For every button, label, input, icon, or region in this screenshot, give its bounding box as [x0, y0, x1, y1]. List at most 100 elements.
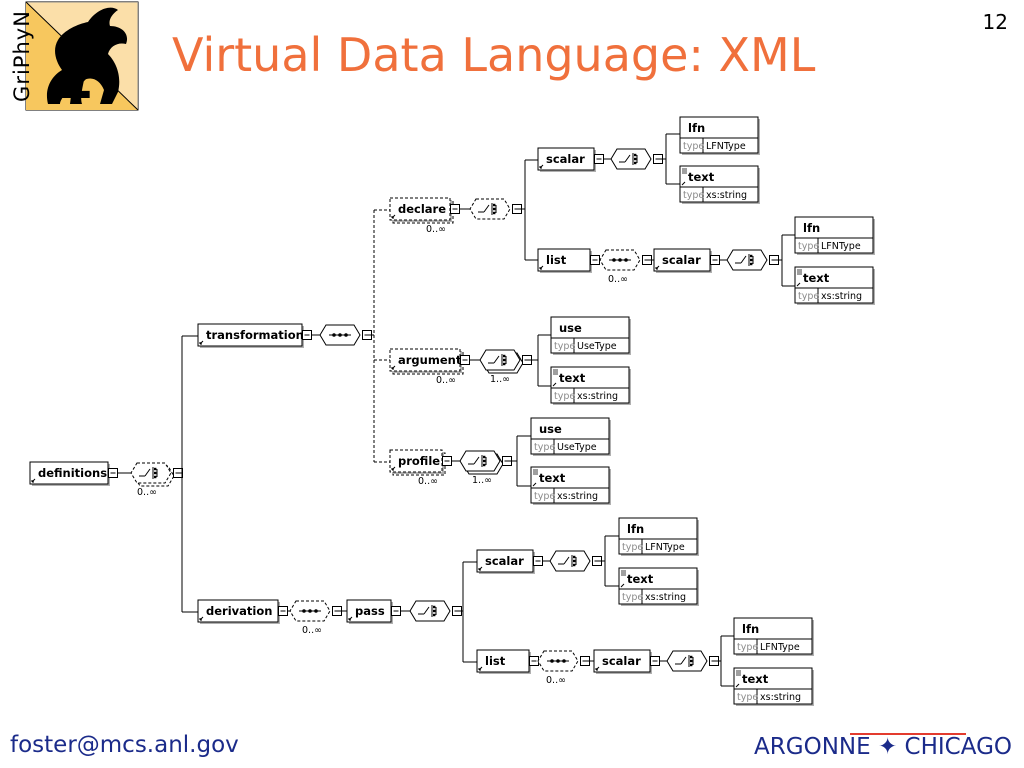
- child-marker-icon: [31, 478, 36, 483]
- declare-list-sequence-icon[interactable]: 0..∞: [599, 249, 641, 285]
- child-marker-icon: [655, 265, 660, 270]
- child-marker-icon: [796, 282, 801, 287]
- derivation-sequence-icon[interactable]: 0..∞: [289, 600, 331, 636]
- text-content-icon: [533, 469, 538, 475]
- derivation-sequence-icon-occurrence: 0..∞: [302, 625, 322, 636]
- node-transformation-label: transformation: [206, 328, 304, 342]
- node-pass-expand-icon[interactable]: [391, 606, 401, 616]
- node-declare-scalar-text-label: text: [688, 170, 715, 184]
- pass-choice-icon[interactable]: [409, 600, 451, 622]
- node-pass-list-scalar-lfn-type-key: type: [737, 642, 758, 653]
- node-declare-expand-icon[interactable]: [450, 204, 460, 214]
- pass-list-scalar-choice-icon[interactable]: [666, 650, 708, 672]
- node-profile-expand-icon[interactable]: [442, 456, 452, 466]
- definitions-choice-icon[interactable]: 0..∞: [130, 462, 175, 498]
- node-pass-scalar-expand-icon[interactable]: [533, 556, 543, 566]
- child-marker-icon: [391, 365, 396, 370]
- node-transformation[interactable]: transformation: [197, 323, 304, 348]
- declare-scalar-choice-icon[interactable]: [610, 148, 652, 170]
- griphyn-logo-graphic: 2: [25, 1, 139, 111]
- node-declare-list-scalar-label: scalar: [662, 253, 701, 267]
- node-pass-label: pass: [355, 604, 385, 618]
- node-pass-list-scalar-text-label: text: [742, 672, 769, 686]
- node-pass-list-scalar-text-type-key: type: [737, 692, 758, 703]
- node-definitions-expand-icon[interactable]: [108, 468, 118, 478]
- node-declare-list-scalar[interactable]: scalar: [653, 248, 712, 273]
- child-marker-icon: [199, 616, 204, 621]
- node-pass-scalar[interactable]: scalar: [476, 549, 535, 574]
- child-marker-icon: [681, 181, 686, 186]
- node-declare-list[interactable]: list: [537, 248, 592, 273]
- node-pass-list-scalar-lfn-type-value: LFNType: [760, 642, 800, 653]
- child-marker-icon: [391, 214, 396, 219]
- node-argument-expand-icon[interactable]: [460, 355, 470, 365]
- text-content-icon: [621, 570, 626, 576]
- transformation-sequence-icon[interactable]: [319, 324, 361, 346]
- node-declare-scalar-label: scalar: [546, 152, 585, 166]
- text-content-icon: [553, 369, 558, 375]
- child-marker-icon: [735, 683, 740, 688]
- node-declare-scalar-text-type-key: type: [683, 190, 704, 201]
- text-content-icon: [797, 269, 802, 275]
- node-pass-list-scalar-expand-icon[interactable]: [650, 656, 660, 666]
- declare-list-scalar-choice-icon[interactable]: [726, 249, 768, 271]
- node-declare-list-label: list: [546, 253, 567, 267]
- node-transformation-expand-icon[interactable]: [302, 330, 312, 340]
- node-pass-list[interactable]: list: [476, 649, 531, 674]
- node-argument-text-label: text: [559, 371, 586, 385]
- node-pass-scalar-text-type-key: type: [622, 592, 643, 603]
- node-definitions[interactable]: definitions: [29, 461, 110, 486]
- node-declare-label: declare: [398, 202, 446, 216]
- node-profile-text-type-value: xs:string: [557, 491, 598, 502]
- child-marker-icon: [348, 616, 353, 621]
- node-pass-scalar-lfn-type-key: type: [622, 542, 643, 553]
- node-declare-scalar-expand-icon[interactable]: [594, 154, 604, 164]
- footer-accent-line: [850, 733, 966, 735]
- org-argonne: ARGONNE: [754, 734, 871, 760]
- pass-list-sequence-icon-occurrence: 0..∞: [546, 675, 566, 686]
- org-separator-icon: ✦: [877, 734, 898, 760]
- node-declare-scalar[interactable]: scalar: [537, 147, 596, 172]
- text-content-icon: [736, 670, 741, 676]
- node-pass-list-scalar[interactable]: scalar: [593, 649, 652, 674]
- node-profile-text-type-key: type: [534, 491, 555, 502]
- node-pass[interactable]: pass: [346, 599, 393, 624]
- pass-scalar-choice-icon[interactable]: [549, 550, 591, 572]
- node-pass-list-expand-icon[interactable]: [529, 656, 539, 666]
- child-marker-icon: [391, 466, 396, 471]
- child-marker-icon: [552, 382, 557, 387]
- node-declare-list-scalar-expand-icon[interactable]: [710, 255, 720, 265]
- svg-text:2: 2: [58, 51, 94, 111]
- profile-choice-icon[interactable]: 1..∞: [459, 450, 504, 486]
- argument-choice-icon-occurrence: 1..∞: [490, 374, 510, 385]
- argument-choice-icon[interactable]: 1..∞: [479, 349, 524, 385]
- org-chicago: CHICAGO: [904, 734, 1012, 760]
- node-declare-occurrence: 0..∞: [426, 224, 446, 235]
- node-declare-scalar-text-type-value: xs:string: [706, 190, 747, 201]
- node-derivation[interactable]: derivation: [197, 599, 280, 624]
- node-profile-use-type-value: UseType: [557, 442, 597, 453]
- node-declare[interactable]: declare 0..∞: [389, 197, 454, 235]
- pass-list-sequence-icon[interactable]: 0..∞: [537, 650, 579, 686]
- node-declare-list-scalar-lfn-label: lfn: [803, 221, 820, 235]
- node-declare-list-expand-icon[interactable]: [590, 255, 600, 265]
- node-declare-list-scalar-text-type-value: xs:string: [821, 291, 862, 302]
- node-declare-scalar-lfn-type-key: type: [683, 141, 704, 152]
- node-derivation-expand-icon[interactable]: [278, 606, 288, 616]
- declare-choice-icon[interactable]: [469, 198, 511, 220]
